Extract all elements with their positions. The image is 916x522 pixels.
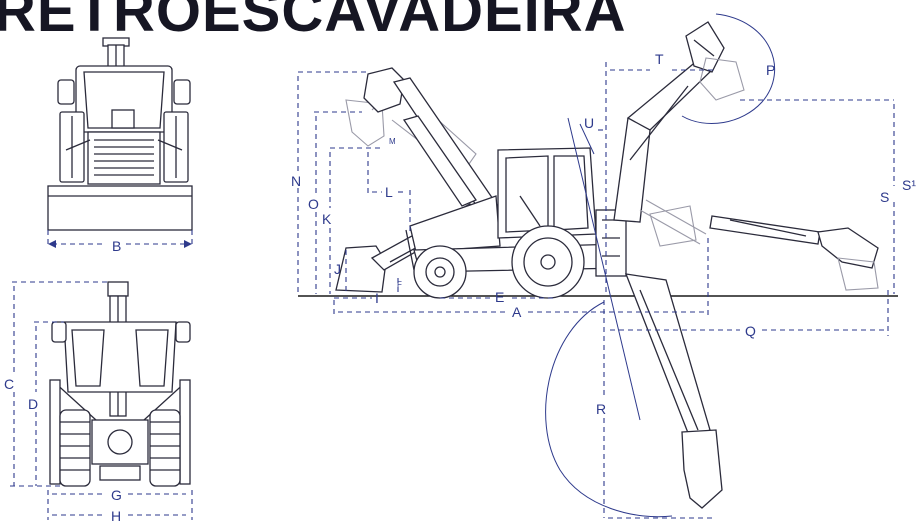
dimension-lines: [10, 62, 895, 520]
label-j: J: [334, 261, 341, 277]
label-r: R: [596, 401, 606, 417]
label-s: S: [880, 189, 889, 205]
label-d: D: [28, 396, 38, 412]
label-i: I: [375, 290, 379, 306]
label-k: K: [322, 211, 332, 227]
label-t: T: [655, 51, 664, 67]
label-l: L: [385, 184, 393, 200]
label-c: C: [4, 376, 14, 392]
label-n: N: [291, 173, 301, 189]
label-u: U: [584, 115, 594, 131]
label-p: P: [766, 62, 775, 78]
label-o: O: [308, 196, 319, 212]
label-m: M: [389, 137, 396, 146]
page-title: RETROESCAVADEIRA: [0, 0, 627, 44]
label-e: E: [495, 289, 504, 305]
label-q: Q: [745, 323, 756, 339]
label-b: B: [112, 238, 121, 254]
label-h: H: [111, 508, 121, 522]
label-a: A: [512, 304, 522, 320]
side-view-machine: [335, 21, 879, 509]
front-view-machine: [47, 37, 193, 231]
label-s1: S¹: [902, 177, 916, 193]
label-f: F: [397, 280, 402, 289]
swing-arcs: [545, 13, 776, 518]
label-g: G: [111, 487, 122, 503]
rear-view-machine: [49, 281, 191, 487]
